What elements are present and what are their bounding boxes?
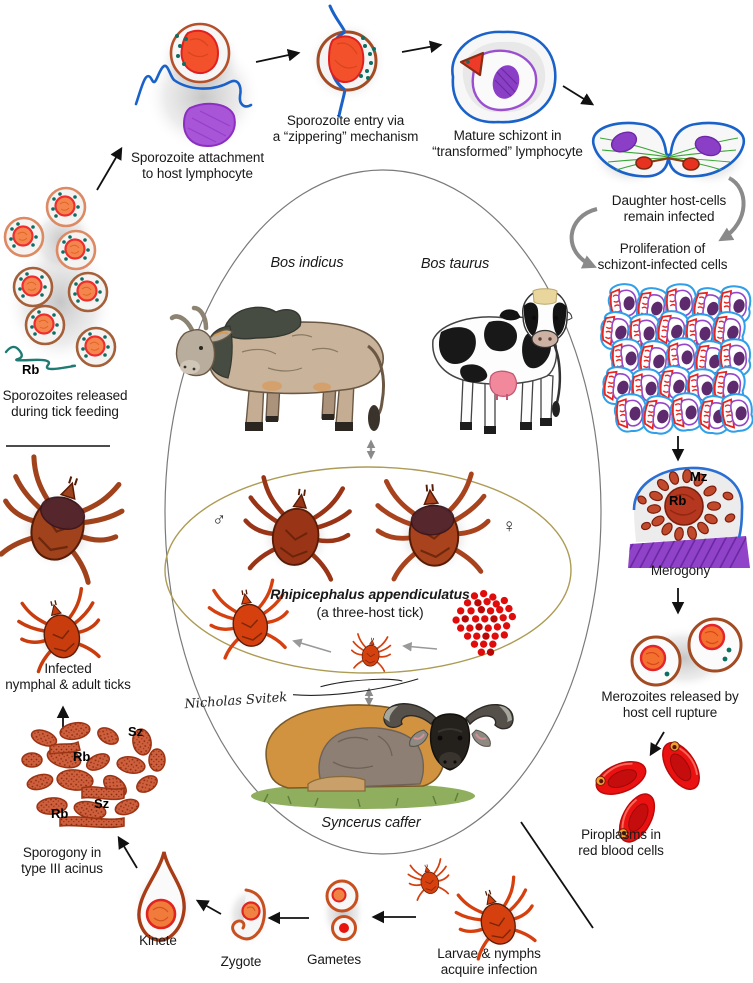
male-symbol: ♂	[212, 510, 227, 531]
label-infected-ticks: Infected nymphal & adult ticks	[5, 661, 131, 693]
female-symbol: ♀	[502, 516, 517, 537]
sporogony-illustration	[20, 718, 170, 838]
label-piroplasms: Piroplasms in red blood cells	[578, 827, 664, 859]
kinete-illustration	[130, 848, 198, 948]
marker-rb-sporogony-1: Rb	[73, 749, 91, 764]
bos-taurus-illustration	[405, 278, 573, 436]
adult-tick-left	[0, 452, 122, 584]
cycle-arc-right	[718, 176, 746, 242]
female-tick-center	[370, 462, 496, 588]
label-attachment: Sporozoite attachment to host lymphocyte	[131, 150, 264, 182]
attachment-cell-illustration	[128, 8, 268, 158]
label-entry: Sporozoite entry via a “zippering” mecha…	[272, 113, 419, 145]
gametes-illustration	[318, 876, 368, 948]
label-daughter: Daughter host-cells remain infected	[611, 193, 727, 225]
marker-rb-cluster: Rb	[22, 362, 40, 377]
label-schizont: Mature schizont in “transformed” lymphoc…	[432, 128, 583, 160]
label-three-host-tick: (a three-host tick)	[316, 604, 424, 620]
label-bos-taurus: Bos taurus	[420, 256, 490, 272]
label-larvae: Larvae & nymphs acquire infection	[437, 946, 541, 978]
label-merogony: Merogony	[650, 563, 711, 578]
signature-flourish-icon	[293, 678, 419, 696]
label-bos-indicus: Bos indicus	[270, 255, 344, 271]
sporozoite-cluster-illustration	[2, 180, 132, 380]
label-kinete: Kinete	[139, 933, 177, 948]
bos-indicus-illustration	[169, 272, 407, 437]
cycle-arc-left	[569, 207, 598, 269]
divider-bottom-right	[520, 821, 594, 929]
label-proliferation: Proliferation of schizont-infected cells	[597, 241, 728, 273]
marker-rb-sporogony-2: Rb	[51, 806, 69, 821]
label-gametes: Gametes	[306, 952, 362, 967]
tick-stages-oval	[164, 466, 572, 674]
label-zygote: Zygote	[220, 954, 262, 969]
larva-tick-center	[348, 630, 394, 674]
daughter-cells-illustration	[586, 116, 753, 198]
label-merozoites: Merozoites released by host cell rupture	[601, 689, 739, 721]
zygote-illustration	[222, 884, 272, 950]
merozoites-illustration	[622, 613, 748, 693]
marker-sz-sporogony-1: Sz	[128, 724, 144, 739]
label-sporogony: Sporogony in type III acinus	[21, 845, 103, 877]
entry-cell-illustration	[295, 4, 395, 119]
label-syncerus-caffer: Syncerus caffer	[321, 815, 421, 831]
larva-tick-bottom	[405, 856, 454, 902]
male-tick-center	[238, 468, 356, 586]
label-sporozoites-released: Sporozoites released during tick feeding	[2, 388, 128, 420]
marker-sz-sporogony-2: Sz	[94, 796, 110, 811]
schizont-cell-illustration	[443, 22, 563, 132]
label-rhipicephalus: Rhipicephalus appendiculatus	[270, 586, 470, 602]
merogony-illustration	[628, 462, 750, 568]
egg-mass-illustration	[440, 586, 525, 661]
marker-rb-merogony: Rb	[669, 493, 687, 508]
proliferation-cells-illustration	[598, 281, 753, 436]
marker-mz-merogony: Mz	[690, 469, 708, 484]
syncerus-caffer-illustration	[228, 672, 514, 814]
artist-signature: Nicholas Svitek	[184, 676, 422, 712]
life-cycle-oval	[164, 169, 602, 855]
